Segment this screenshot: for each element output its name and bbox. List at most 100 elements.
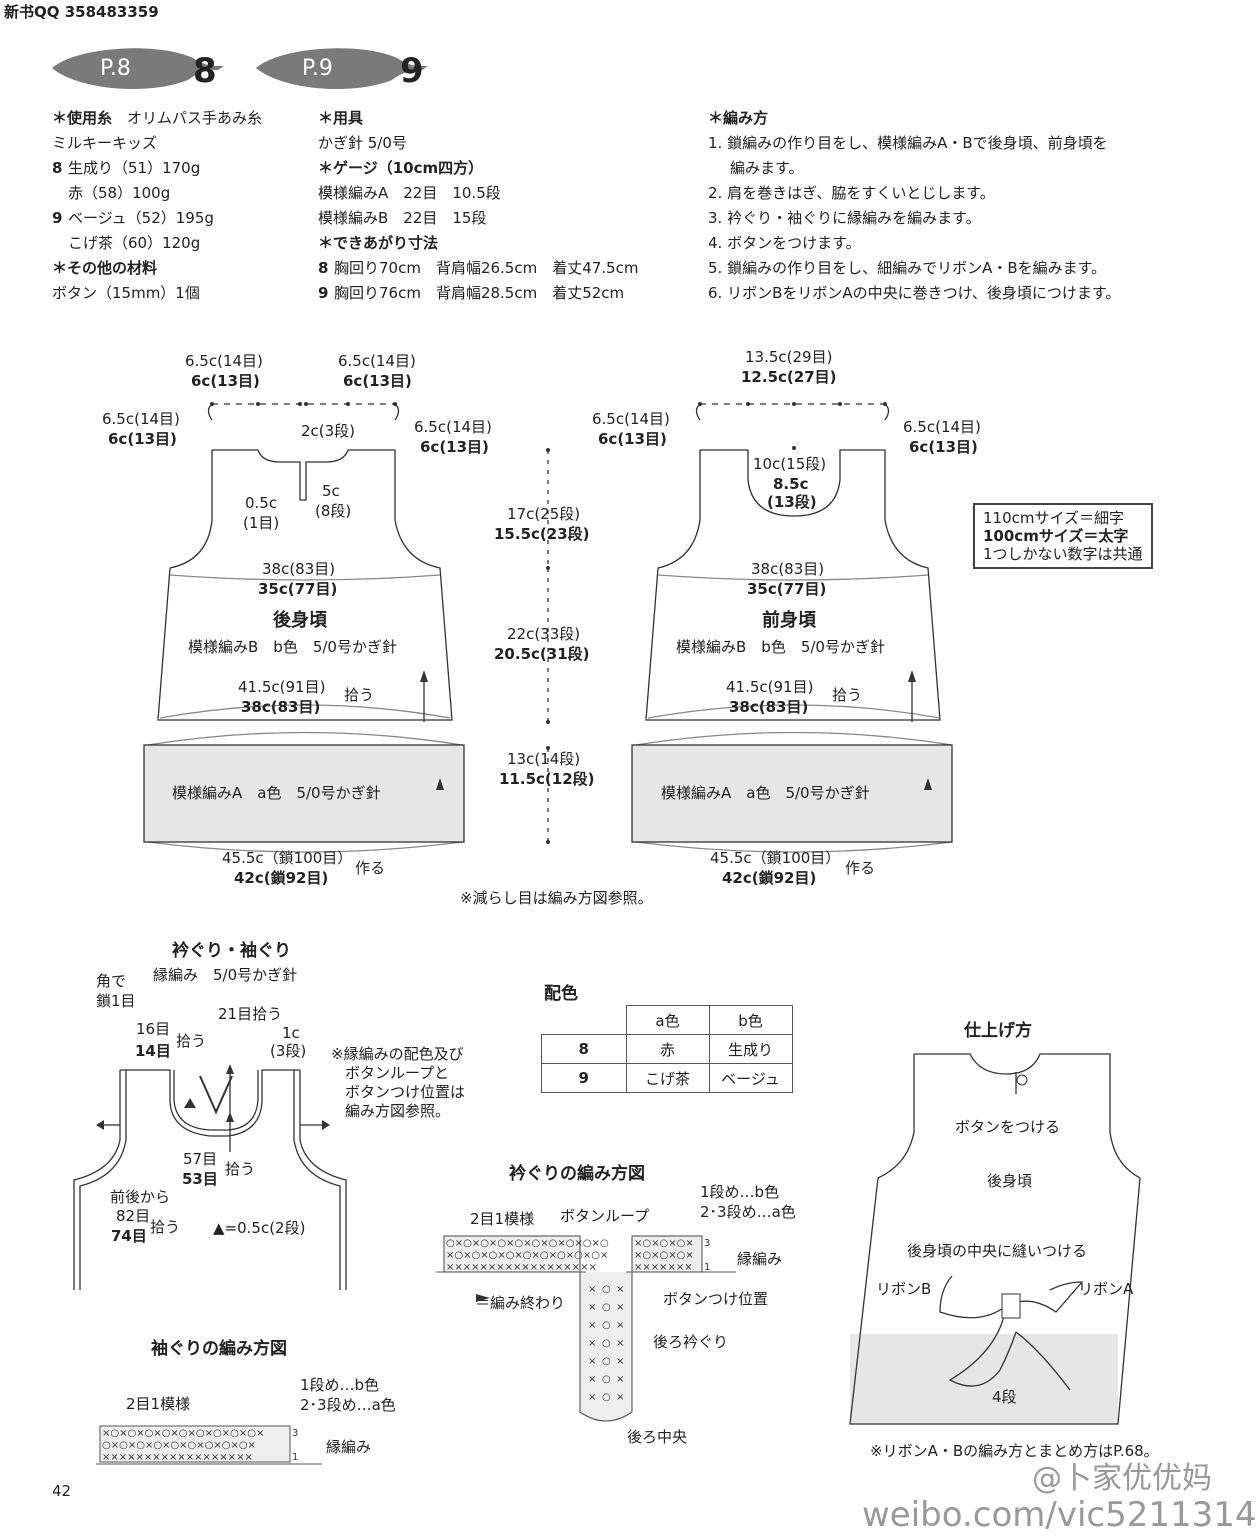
svg-text:×○×○×○×: ×○×○×○× [634, 1250, 694, 1261]
dim-label: 6.5c(14目) [903, 418, 981, 436]
arm-chart: ×○×○×○×○×○×○×○×○×○× ○×○×○×○×○×○×○×○×○× ×… [96, 1425, 322, 1465]
svg-text:×: × [616, 1320, 624, 1331]
back-band-bottom [147, 841, 463, 853]
dim-label: 8.5c [773, 475, 809, 493]
size-heading: ＊できあがり寸法 [318, 234, 439, 252]
watermark-name: @卜家优优妈 [1032, 1461, 1212, 1496]
dim-label: 6c(13目) [343, 372, 412, 390]
svg-text:×: × [616, 1356, 624, 1367]
svg-text:○: ○ [602, 1302, 611, 1313]
leaf-icon [256, 48, 428, 90]
svg-text:○: ○ [602, 1356, 611, 1367]
svg-text:○×○×○×○×○×○×○×○×○×: ○×○×○×○×○×○×○×○×○× [102, 1440, 256, 1451]
dim-label: 6.5c(14目) [414, 418, 492, 436]
dim-label: (1目) [243, 514, 280, 532]
dim-label: 0.5c [245, 494, 278, 512]
finish-note: ※リボンA・Bの編み方とまとめ方はP.68。 [870, 1442, 1159, 1460]
size-legend: 110cmサイズ＝細字 100cmサイズ＝太字 1つしかない数字は共通 [973, 503, 1153, 569]
svg-text:×: × [616, 1374, 624, 1385]
dim-label: 13c(14段) [507, 750, 581, 768]
page-tag-num-0: 8 [193, 51, 217, 91]
back-band-label: 模様編みA a色 5/0号かぎ針 [172, 784, 381, 802]
method-section: ＊編み方 1. 鎖編みの作り目をし、模様編みA・Bで後身頃、前身頃を 編みます。… [708, 106, 1228, 306]
triangle-icon [184, 1098, 196, 1108]
back-band-top [147, 731, 463, 746]
dim-label: 6c(13目) [191, 372, 260, 390]
method-heading: ＊編み方 [708, 109, 769, 127]
svg-text:1: 1 [704, 1262, 710, 1273]
method-step: 3. 衿ぐり・袖ぐりに縁編みを編みます。 [708, 209, 981, 227]
button-icon [1016, 1074, 1028, 1086]
dim-label: 6c(13目) [909, 438, 978, 456]
svg-text:×: × [588, 1356, 596, 1367]
dim-label: 6.5c(14目) [102, 410, 180, 428]
table-row: 9 こげ茶 ベージュ [541, 1063, 793, 1093]
finish-diagram [849, 1053, 1141, 1425]
back-body-outline [157, 449, 453, 721]
svg-text:×: × [588, 1302, 596, 1313]
finish-title: 仕上げ方 [964, 1021, 1032, 1041]
back-hem-line [159, 704, 451, 719]
front-pattern: 模様編みB b色 5/0号かぎ針 [676, 638, 885, 656]
dim-label: 10c(15段) [753, 455, 827, 473]
method-step: 4. ボタンをつけます。 [708, 234, 861, 252]
back-pattern: 模様編みB b色 5/0号かぎ針 [188, 638, 397, 656]
end-label: ＝編み終わり [475, 1294, 566, 1312]
table-row: 8 赤 生成り [541, 1034, 793, 1064]
svg-text:×: × [588, 1392, 596, 1403]
end-marker-icon [476, 1294, 490, 1302]
dim-label: 35c(77目) [258, 580, 338, 598]
svg-text:×: × [588, 1284, 596, 1295]
svg-text:○: ○ [602, 1392, 611, 1403]
dim-label: 38c(83目) [262, 560, 336, 578]
svg-text:○: ○ [602, 1284, 611, 1295]
other-heading: ＊その他の材料 [52, 259, 158, 277]
gauge-heading: ＊ゲージ（10cm四方） [318, 159, 484, 177]
colors-title: 配色 [544, 984, 578, 1004]
dim-label: 13.5c(29目) [745, 348, 833, 366]
dim-label: 6.5c(14目) [185, 352, 263, 370]
leaf-icon [52, 48, 224, 90]
svg-text:×××××××: ××××××× [634, 1262, 693, 1273]
svg-text:×: × [588, 1338, 596, 1349]
page-number: 42 [52, 1482, 72, 1500]
tools-heading: ＊用具 [318, 109, 364, 127]
svg-text:○×○×○×○×○×○×○×○×○×○: ○×○×○×○×○×○×○×○×○×○ [446, 1238, 609, 1249]
dim-label: 38c(83目) [241, 698, 321, 716]
make-label: 作る [845, 859, 876, 877]
arm-chart-title: 袖ぐりの編み方図 [151, 1339, 287, 1359]
svg-text:×○×○×○×○×○×○×○×○×○×: ×○×○×○×○×○×○×○×○×○× [446, 1250, 608, 1261]
neck-chart: ○×○×○×○×○×○×○×○×○×○ ×○×○×○×○×○×○×○×○×○× … [436, 1235, 736, 1422]
dim-label: 38c(83目) [751, 560, 825, 578]
dim-label: 35c(77目) [747, 580, 827, 598]
page-tag-1: P.9 [302, 56, 333, 81]
back-band [143, 744, 465, 843]
ribbon-knot [1001, 1293, 1021, 1319]
edging-sub: 縁編み 5/0号かぎ針 [153, 966, 298, 984]
svg-text:×: × [616, 1392, 624, 1403]
table-row: a色 b色 [541, 1005, 793, 1035]
other-materials: ボタン（15mm）1個 [52, 284, 200, 302]
yarn-line: 生成り（51）170g [68, 159, 201, 177]
pick-label: 拾う [832, 686, 863, 704]
yarn-line: ベージュ（52）195g [68, 209, 214, 227]
gauge-b: 模様編みB 22目 15段 [318, 209, 487, 227]
method-step: 編みます。 [730, 159, 804, 177]
svg-text:×: × [588, 1374, 596, 1385]
size-9: 胸回り76cm 背肩幅28.5cm 着丈52cm [334, 284, 625, 302]
page-tag-0: P.8 [100, 56, 131, 81]
yarn-line: 赤（58）100g [68, 184, 171, 202]
back-title: 後身頃 [273, 610, 327, 631]
page-tag-num-1: 9 [400, 51, 424, 91]
dim-label: 6c(13目) [108, 430, 177, 448]
dim-label: 42c(鎖92目) [234, 869, 329, 887]
watermark-url: weibo.com/vic5211314 [862, 1495, 1257, 1535]
pick-label: 拾う [344, 686, 375, 704]
dim-label: 6c(13目) [420, 438, 489, 456]
dim-label: 45.5c（鎖100目） [710, 849, 841, 867]
svg-text:×: × [588, 1320, 596, 1331]
dim-label: 6.5c(14目) [592, 410, 670, 428]
dim-label: 15.5c(23段) [494, 525, 590, 543]
